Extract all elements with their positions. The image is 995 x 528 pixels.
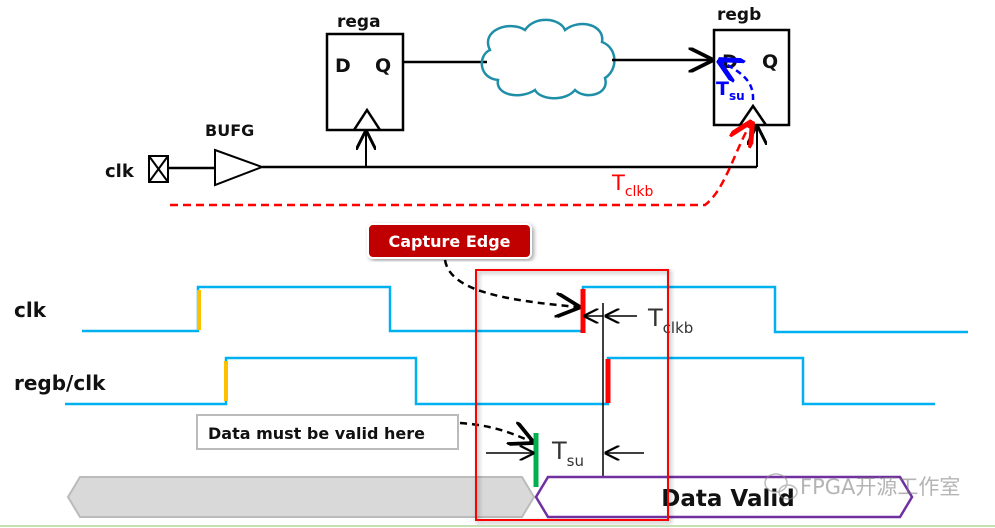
rega-q-pin: Q [375,55,391,77]
regb-clk-waveform [65,356,935,406]
clk-pad-icon [148,155,169,183]
regb-clk-signal-label: regb/clk [14,371,106,395]
data-invalid-bus-segment [66,476,536,518]
wechat-icon [764,473,798,500]
regb-register: regb D Q [712,5,791,127]
data-valid-callout-text: Data must be valid here [208,424,425,443]
clk-input-label: clk [105,161,135,182]
capture-edge-callout [367,223,532,259]
capture-edge-label: Capture Edge [388,232,510,251]
data-valid-bus-segment [534,475,914,519]
capture-window-highlight [475,269,669,521]
data-valid-callout [196,414,459,450]
rega-register: rega D Q [325,12,405,132]
data-valid-label: Data Valid [661,486,794,512]
tsu-circuit-label: Tsu [716,78,745,103]
timing-waveforms: Capture Edge clk regb/clk Tclkb Data mus… [14,223,968,521]
tsu-arrow [722,62,755,101]
rega-d-pin: D [335,55,351,77]
bufg-buffer-icon [214,148,265,187]
regb-q-pin: Q [762,51,778,73]
regb-label: regb [717,5,761,25]
circuit: clk BUFG rega D Q regb D Q Tsu T [105,5,791,207]
rega-label: rega [337,12,381,32]
tsu-timing-label: Tsu [551,437,584,470]
combinational-logic-cloud-icon [480,18,616,100]
watermark: FPGA开源工作室 [764,473,960,500]
clock-net [168,165,757,170]
tclkb-circuit-label: Tclkb [611,171,654,200]
tclkb-timing-label: Tclkb [647,304,693,337]
clock-triangle-icon [352,107,382,131]
watermark-text: FPGA开源工作室 [800,475,960,499]
bufg-label: BUFG [205,121,254,140]
tclkb-path-arrow [170,125,750,207]
clk-waveform [82,285,968,334]
clk-signal-label: clk [14,298,47,322]
